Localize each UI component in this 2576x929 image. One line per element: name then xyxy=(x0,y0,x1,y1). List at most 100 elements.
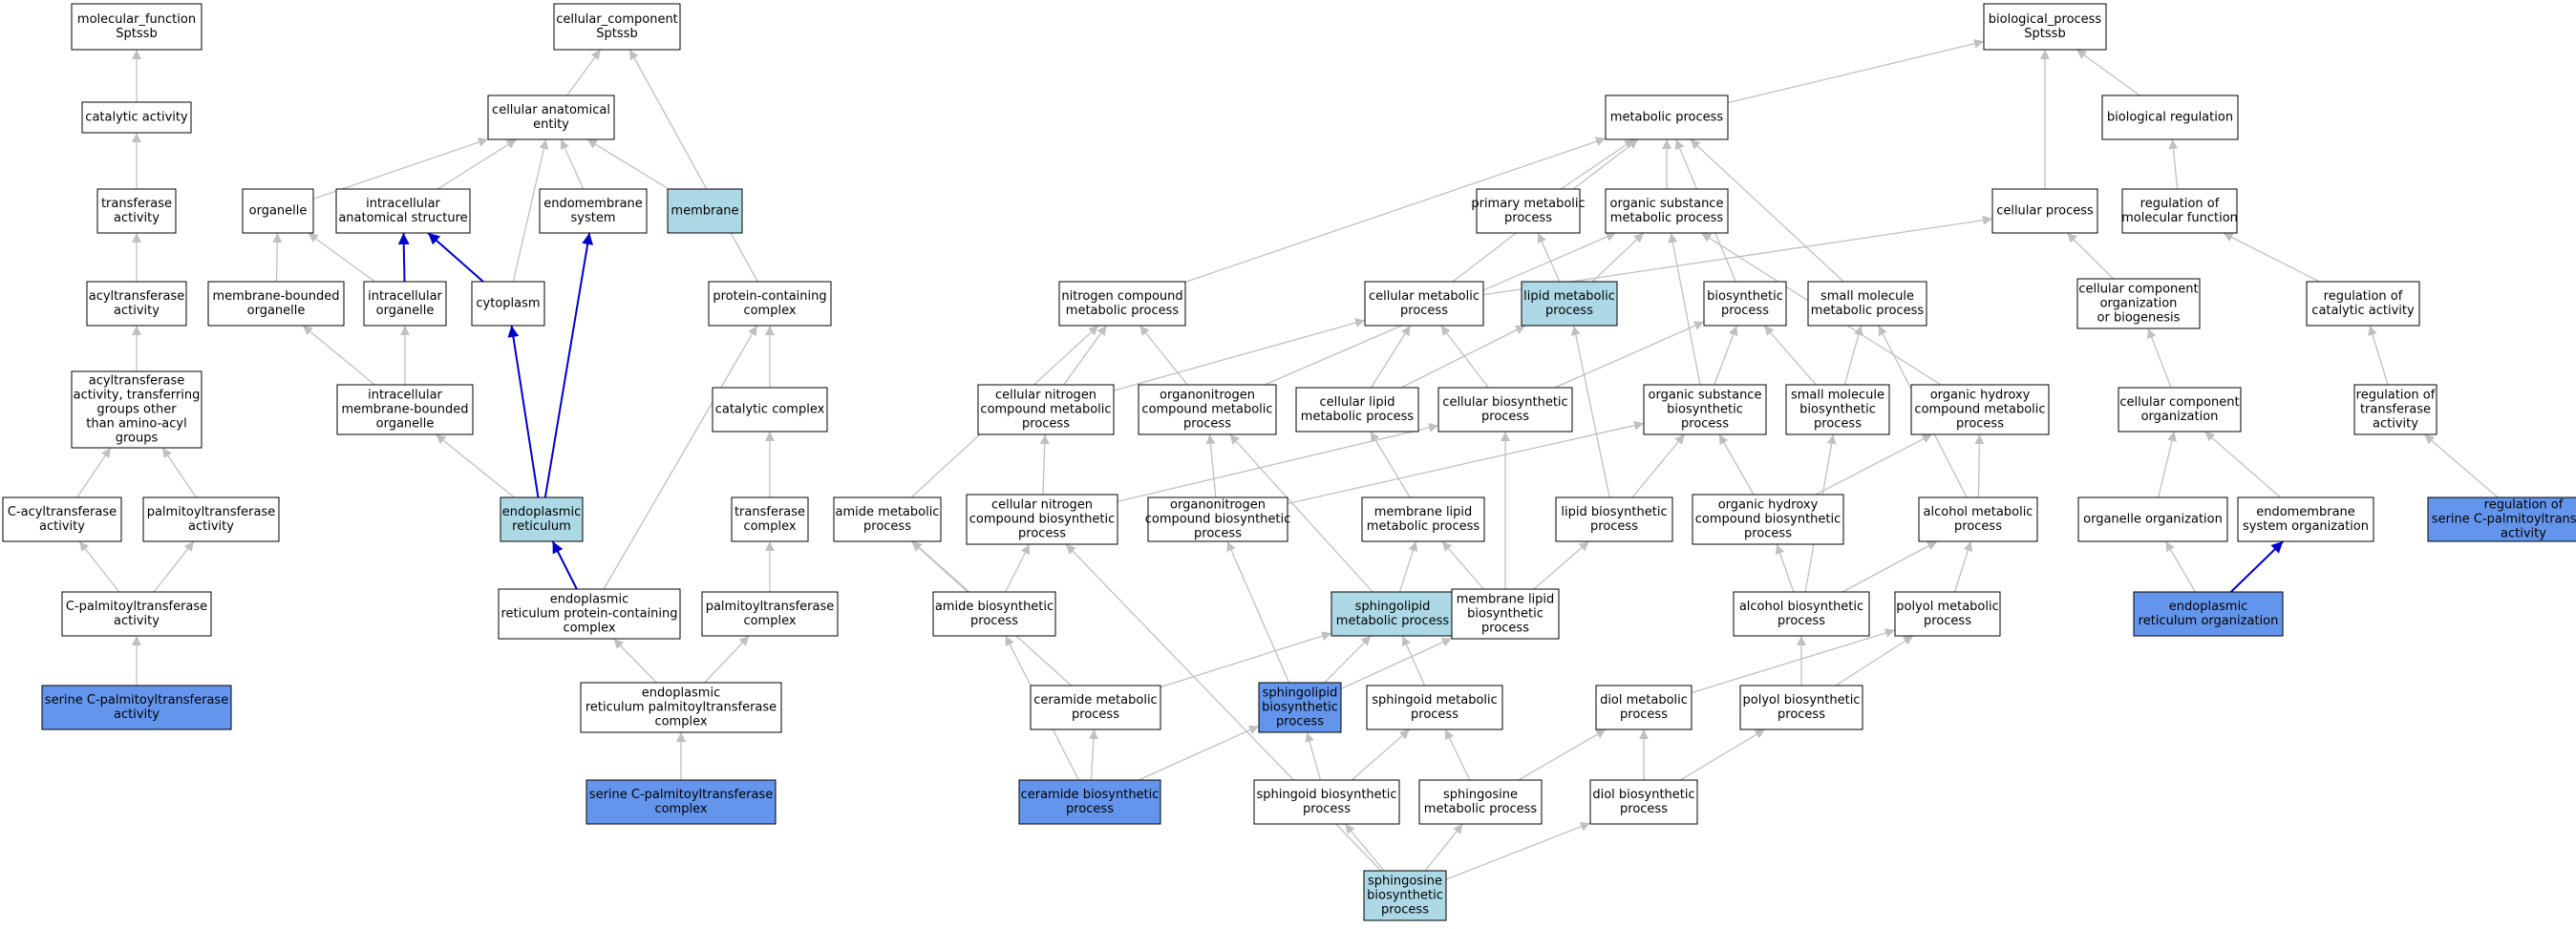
edge-lipid-biosynthetic-process-to-organic-substance-biosynthetic-process xyxy=(1631,433,1686,498)
node-label-line: metabolic process xyxy=(1367,519,1480,534)
node-box xyxy=(1807,281,1927,327)
node-label-line: cellular lipid xyxy=(1319,395,1394,410)
node-box xyxy=(1589,779,1698,825)
node-catalytic-activity[interactable]: catalytic activity xyxy=(81,101,192,134)
node-box xyxy=(1058,281,1186,327)
edge-cellular-nitrogen-compound-biosynthetic-process-to-cellular-biosynthetic-process xyxy=(1117,423,1439,502)
node-label-line: organic substance xyxy=(1649,389,1762,403)
node-cytoplasm[interactable]: cytoplasm xyxy=(471,281,545,327)
node-label-line: acyltransferase xyxy=(89,289,185,304)
node-label-line: process xyxy=(1022,417,1070,432)
node-box xyxy=(207,281,345,327)
node-label-line: process xyxy=(1381,903,1429,918)
node-label-line: small molecule xyxy=(1820,289,1914,304)
edge-metabolic-process-to-bp-root xyxy=(1727,38,1985,104)
node-label-line: sphingoid biosynthetic xyxy=(1256,788,1396,802)
node-metabolic-process[interactable]: metabolic process xyxy=(1605,95,1729,140)
node-catalytic-complex[interactable]: catalytic complex xyxy=(712,387,828,433)
node-label-line: cellular metabolic xyxy=(1369,289,1480,304)
node-membrane[interactable]: membrane xyxy=(667,188,743,234)
edge-organic-substance-biosynthetic-process-to-biosynthetic-process xyxy=(1714,325,1738,386)
node-box xyxy=(2237,496,2374,542)
node-label-line: biosynthetic xyxy=(1262,701,1338,715)
node-organelle[interactable]: organelle xyxy=(242,188,314,234)
node-cellular-process[interactable]: cellular process xyxy=(1991,188,2098,234)
edge-membrane-bounded-organelle-to-organelle xyxy=(272,232,283,283)
node-box xyxy=(2076,278,2201,329)
edge-organonitrogen-compound-biosynthetic-process-to-organonitrogen-compound-metabolic-process xyxy=(1205,433,1217,498)
edge-organic-hydroxy-compound-biosynthetic-process-to-organic-hydroxy-compound-metabolic-process xyxy=(1815,433,1933,496)
node-biological-regulation[interactable]: biological regulation xyxy=(2101,95,2239,140)
edge-amide-biosynthetic-process-to-cellular-nitrogen-compound-biosynthetic-process xyxy=(1005,543,1031,593)
node-organelle-organization[interactable]: organelle organization xyxy=(2077,496,2228,542)
